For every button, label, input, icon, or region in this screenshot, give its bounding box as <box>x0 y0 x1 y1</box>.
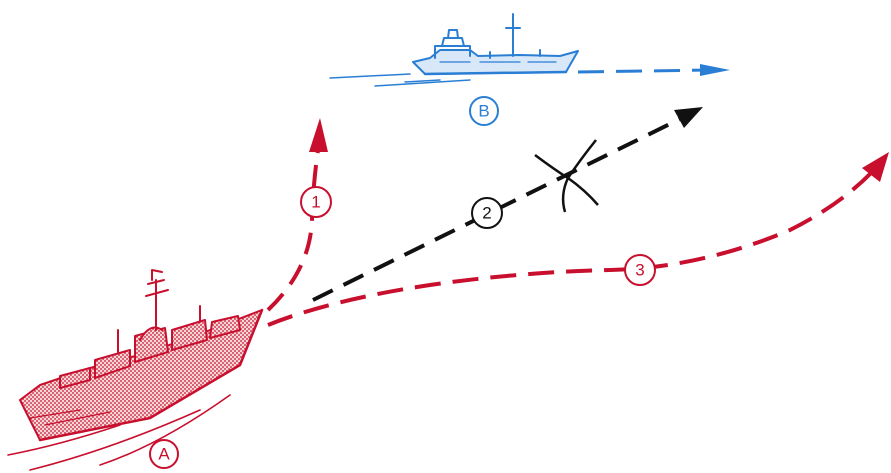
ship-b-label-text: B <box>478 102 489 121</box>
course-2-label: 2 <box>482 204 491 223</box>
ship-b-icon <box>330 14 578 86</box>
course-3-label: 3 <box>635 261 644 280</box>
ship-a-label: A <box>150 440 178 468</box>
interception-marker <box>535 140 598 212</box>
course-1: 1 <box>268 118 331 310</box>
ship-a-label-text: A <box>158 445 170 464</box>
ship-b-course <box>578 64 730 76</box>
ship-a-icon <box>8 270 262 470</box>
course-3: 3 <box>268 152 889 325</box>
course-1-label: 1 <box>311 193 320 212</box>
ship-b-label: B <box>470 97 498 125</box>
